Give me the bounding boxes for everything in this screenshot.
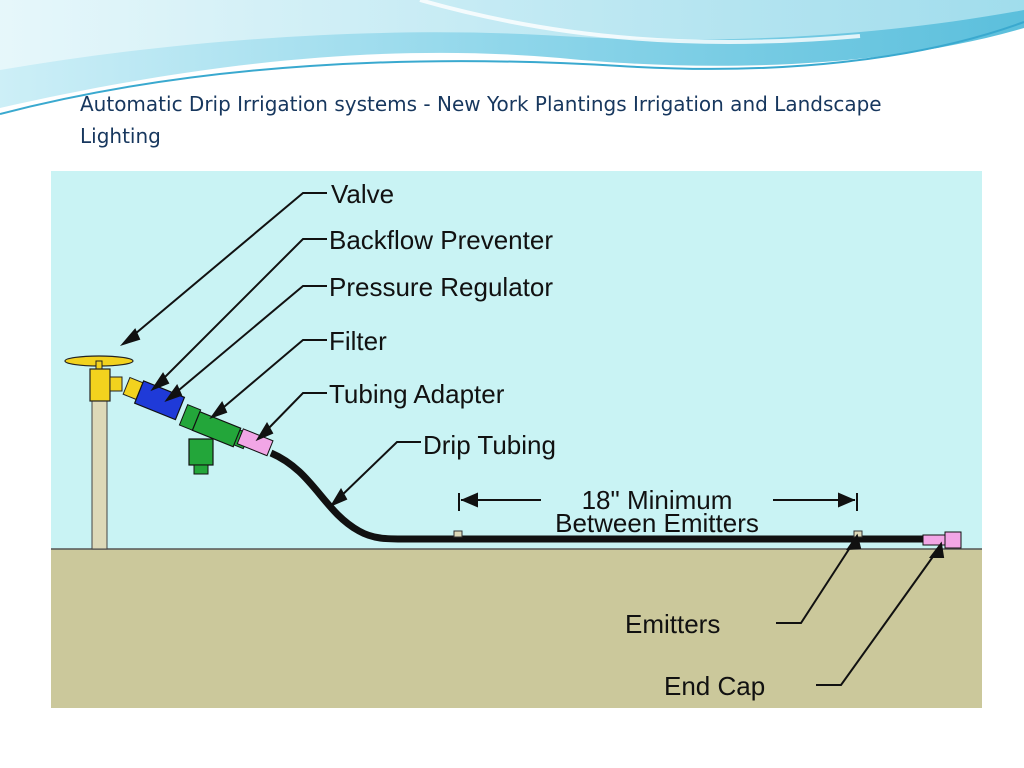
label-filter: Filter: [329, 326, 387, 356]
label-valve: Valve: [331, 179, 394, 209]
label-end-cap: End Cap: [664, 671, 765, 701]
slide-title: Automatic Drip Irrigation systems - New …: [80, 92, 882, 148]
label-tubing-adapter: Tubing Adapter: [329, 379, 505, 409]
supply-pipe: [91, 396, 108, 550]
valve-icon: [64, 355, 134, 402]
emitter-icon: [453, 530, 463, 538]
backflow-preventer-icon: [122, 376, 186, 421]
end-cap-icon: [922, 531, 962, 549]
header-wave-decoration: [0, 0, 1024, 115]
label-drip-tubing: Drip Tubing: [423, 430, 556, 460]
label-backflow-preventer: Backflow Preventer: [329, 225, 553, 255]
drip-tubing: [269, 449, 931, 543]
leader-lines: [119, 192, 945, 686]
filter-icon: [178, 403, 250, 475]
spacing-dimension: [458, 492, 858, 511]
label-emitters: Emitters: [625, 609, 720, 639]
sky-area: [51, 171, 982, 549]
label-spacing-line2: Between Emitters: [555, 508, 759, 538]
drip-irrigation-diagram: Valve Backflow Preventer Pressure Regula…: [51, 171, 982, 708]
label-spacing-line1: 18" Minimum: [582, 485, 733, 515]
ground-area: [51, 549, 982, 708]
tubing-adapter-icon: [236, 428, 274, 457]
label-pressure-regulator: Pressure Regulator: [329, 272, 553, 302]
